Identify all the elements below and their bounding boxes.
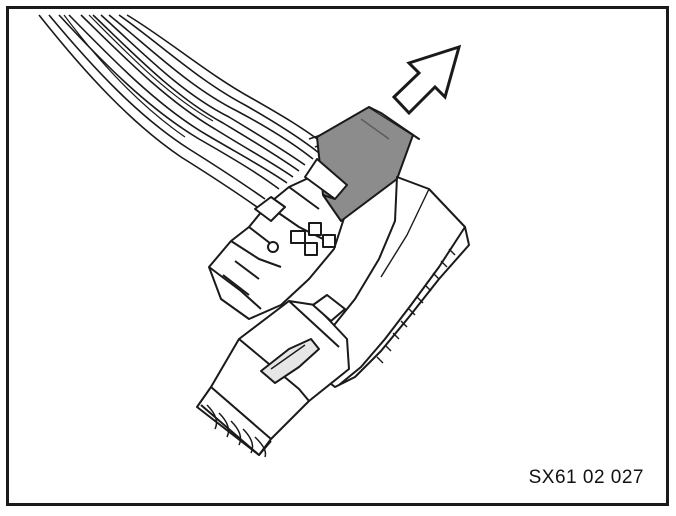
upper-connector-housing — [208, 174, 348, 320]
lower-connector-body — [196, 294, 350, 458]
wire-harness — [38, 14, 336, 208]
figure-frame: SX61 02 027 — [6, 6, 669, 506]
terminal-slots — [206, 404, 267, 458]
figure-code: SX61 02 027 — [528, 467, 644, 488]
direction-arrow — [391, 44, 462, 116]
connector-illustration — [38, 14, 470, 458]
connector-rail — [308, 176, 470, 388]
